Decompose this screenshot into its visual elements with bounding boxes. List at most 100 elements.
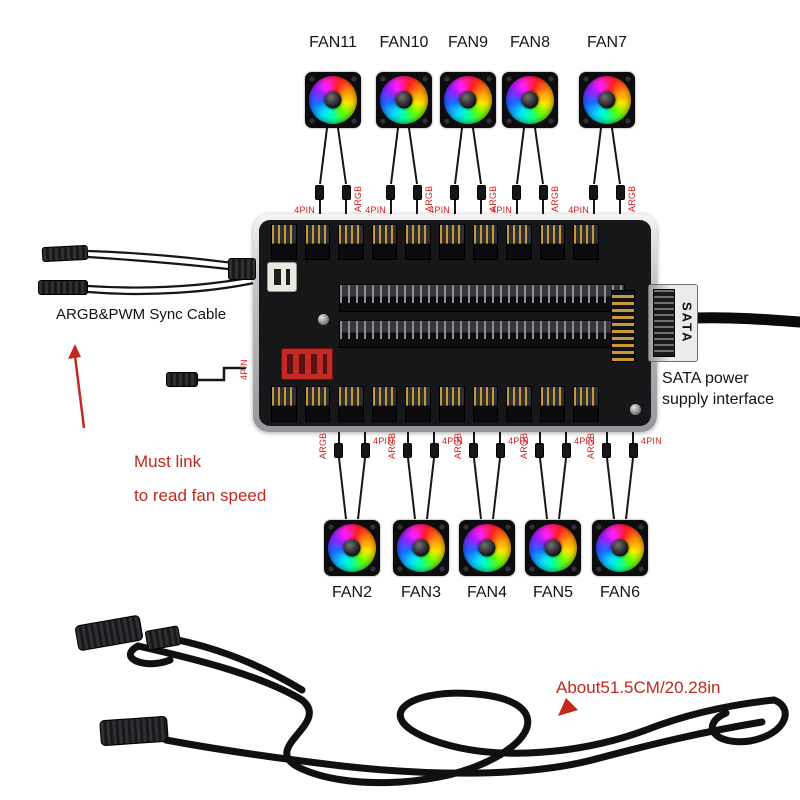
rgb-fan [324,520,380,576]
pin-header [405,386,431,422]
fan-label: FAN11 [309,34,357,51]
sync-cable-plug [41,244,89,263]
pwm-port-label: 4PIN [442,436,463,446]
pwm-port-label: 4PIN [491,205,512,215]
pin-header [539,386,566,422]
bottom-header-row [271,386,599,422]
pwm-plug [496,443,505,458]
argb-plug [539,185,548,200]
fan-label: FAN2 [331,584,372,601]
bottom-fan-wires [338,431,634,520]
fan-hub-cap [478,539,496,557]
fan-label: FAN4 [466,584,507,601]
pwm-plug [386,185,395,200]
pwm-plug [562,443,571,458]
fan-label: FAN10 [379,34,429,51]
fan-hub-cap [395,91,413,109]
argb-plug [469,443,478,458]
argb-port-label: ARGB [519,432,529,459]
pin-header [539,224,566,260]
pin-header [573,386,599,422]
red-4pin-connector [281,348,333,380]
sync-cable-plug [38,280,88,295]
pin-header [506,224,532,260]
top-fan-wires [319,127,621,214]
pin-strip [339,320,625,348]
argb-port-label: ARGB [318,432,328,459]
fan-hub-cap [544,539,562,557]
pwm-plug [629,443,638,458]
pin-header [506,386,532,422]
argb-plug [403,443,412,458]
sync-port-connector [267,262,297,292]
fan-hub-cap [324,91,342,109]
pin-header [304,386,331,422]
pwm-plug [512,185,521,200]
argb-plug [616,185,625,200]
pwm-port-label: 4PIN [429,205,450,215]
sense-port-label: 4PIN [239,359,249,380]
red-arrowhead [68,344,81,359]
sata-pin-grid [653,289,675,357]
pwm-port-label: 4PIN [508,436,529,446]
fan-hub-board [253,214,657,432]
argb-port-label: ARGB [627,185,637,212]
pwm-port-label: 4PIN [574,436,595,446]
rgb-fan [376,72,432,128]
rgb-fan [525,520,581,576]
fan-hub-cap [412,539,430,557]
red-arrow [73,355,86,429]
pwm-plug [315,185,324,200]
fan-hub-cap [521,91,539,109]
argb-port-label: ARGB [453,432,463,459]
screw [318,314,329,325]
must-link-line1: Must link [134,452,202,471]
pin-header [371,386,398,422]
hub-pcb [259,220,651,426]
cable-connector [99,715,169,747]
sense-wire [198,366,246,382]
pin-header [472,224,499,260]
pin-header [271,224,297,260]
pwm-port-label: 4PIN [568,205,589,215]
pin-header [271,386,297,422]
fan-label: FAN6 [599,584,640,601]
pin-header [304,224,331,260]
argb-port-label: ARGB [586,432,596,459]
pwm-port-label: 4PIN [373,436,394,446]
argb-plug [535,443,544,458]
sata-caption-line1: SATA power [662,370,749,387]
rgb-fan [305,72,361,128]
pin-header [338,224,364,260]
coiled-cable [127,636,789,787]
fan-label: FAN9 [447,34,488,51]
pwm-plug [430,443,439,458]
pin-header [338,386,364,422]
pwm-port-label: 4PIN [365,205,386,215]
rgb-fan [579,72,635,128]
length-pointer [558,698,578,716]
pin-header [405,224,431,260]
screw [630,404,641,415]
fan-hub-cap [611,539,629,557]
top-header-row [271,224,599,260]
fan-label: FAN5 [532,584,573,601]
fan-hub-cap [343,539,361,557]
fan-hub-cap [598,91,616,109]
pin-header [438,386,465,422]
fan-label: FAN7 [586,34,627,51]
argb-plug [342,185,351,200]
cable-length-caption: About51.5CM/20.28in [556,678,721,697]
fan-hub-cap [459,91,477,109]
rgb-fan [502,72,558,128]
sata-pin-block [611,290,635,362]
pwm-port-label: 4PIN [294,205,315,215]
pin-header [371,224,398,260]
sync-cable-wires [87,249,255,296]
sense-wire-plug [166,372,198,387]
pin-strip [339,284,625,312]
sync-cable-caption: ARGB&PWM Sync Cable [56,306,227,323]
rgb-fan [393,520,449,576]
fan-label: FAN8 [509,34,550,51]
pwm-plug [361,443,370,458]
